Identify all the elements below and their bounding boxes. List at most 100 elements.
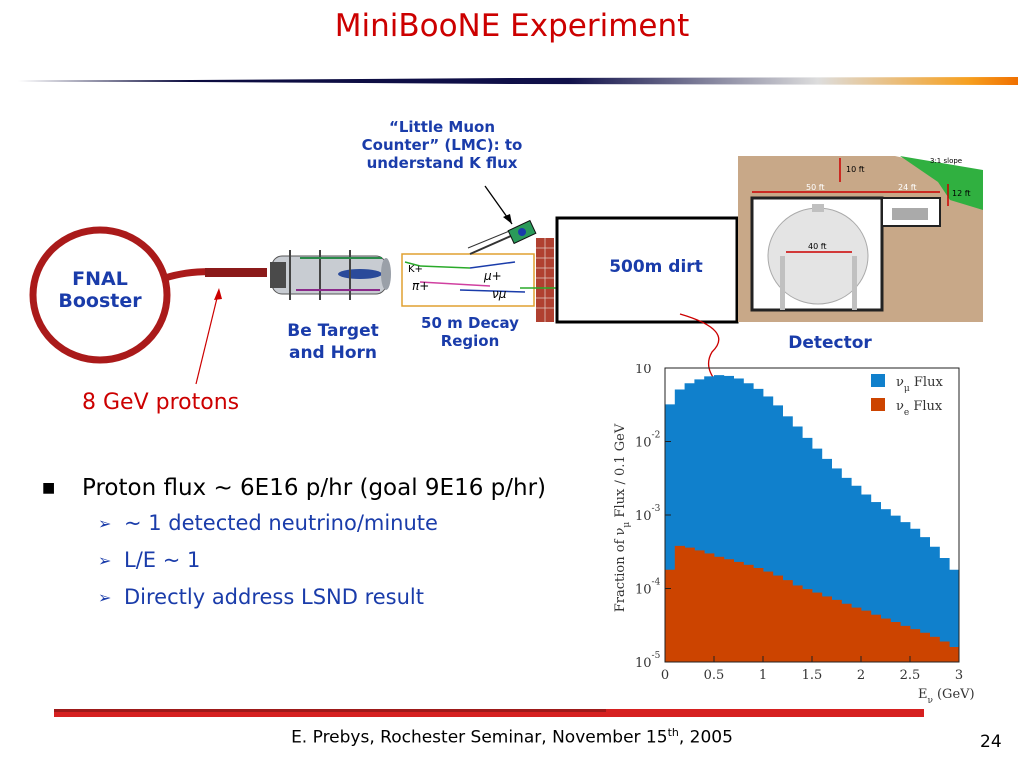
x-axis-title-sub: ν: [928, 696, 933, 706]
dirt-label: 500m dirt: [609, 257, 703, 277]
bullet-main: ■ Proton flux ~ 6E16 p/hr (goal 9E16 p/h…: [42, 472, 562, 505]
numu-flux-bar: [910, 528, 921, 662]
fnal-booster-label: FNAL Booster: [40, 268, 160, 312]
x-tick-label: 1.5: [802, 668, 823, 683]
nue-flux-bar: [890, 622, 901, 662]
nue-flux-bar: [929, 636, 940, 662]
lmc-label-line3: understand K flux: [366, 154, 518, 172]
x-tick-label: 0: [661, 668, 669, 683]
nue-flux-bar: [910, 629, 921, 662]
pion-label: π+: [412, 279, 429, 293]
legend-nue-sub: e: [904, 408, 909, 418]
x-tick-label: 3: [955, 668, 963, 683]
x-axis-title: Eν(GeV): [918, 687, 975, 706]
nue-flux-bar: [812, 592, 823, 662]
square-bullet-icon: ■: [42, 480, 56, 496]
numu-flux-bar: [870, 502, 881, 662]
nue-flux-bar: [704, 553, 715, 662]
nue-flux-bar: [714, 556, 725, 662]
nue-flux-bar: [949, 646, 960, 662]
numu-flux-bar: [665, 404, 676, 662]
lmc-label: “Little Muon Counter” (LMC): to understa…: [352, 118, 532, 172]
nue-flux-bar: [851, 607, 862, 662]
legend-numu-rest: Flux: [910, 375, 944, 390]
fnal-label-line1: FNAL: [72, 268, 128, 290]
numu-flux-bar: [782, 416, 793, 662]
numu-flux-bar: [861, 494, 872, 662]
nue-flux-bar: [723, 559, 734, 662]
nue-flux-bar: [802, 589, 813, 662]
nue-flux-bar: [821, 596, 832, 662]
legend-numu-sub: μ: [904, 384, 910, 394]
legend-swatch-nue: [871, 398, 885, 411]
decay-label-line1: 50 m Decay: [421, 314, 519, 332]
kaon-label: K+: [408, 264, 423, 275]
footer-sup: th: [667, 726, 679, 739]
numu-flux-bar: [812, 448, 823, 662]
numu-flux-bar: [821, 458, 832, 662]
horn-image: [270, 250, 391, 300]
nue-flux-bar: [792, 585, 803, 662]
dim-24ft: 24 ft: [898, 183, 917, 192]
numu-flux-bar: [743, 383, 754, 662]
numu-flux-bar: [763, 396, 774, 662]
legend-nue-rest: Flux: [909, 399, 943, 414]
arrow-bullet-icon: ➢: [98, 514, 112, 533]
slide-title: MiniBooNE Experiment: [334, 8, 690, 44]
nue-flux-bar: [665, 569, 676, 662]
y-tick-label: 10-1: [635, 364, 660, 377]
sub-bullet-text: ~ 1 detected neutrino/minute: [124, 511, 438, 535]
numu-flux-bar: [802, 437, 813, 662]
numu-flux-bar: [890, 515, 901, 662]
dirt-box: [555, 216, 739, 324]
y-axis-title: Fraction of νμ Flux / 0.1 GeV: [613, 423, 632, 612]
numu-flux-bar: [704, 376, 715, 662]
nue-flux-bar: [763, 571, 774, 662]
title-underline: [18, 77, 1018, 85]
y-tick-label: 10-3: [635, 504, 661, 524]
nue-flux-bar: [684, 547, 695, 662]
numu-flux-bar: [900, 522, 911, 662]
slope-label: 3:1 slope: [930, 157, 962, 165]
dim-40ft: 40 ft: [808, 242, 827, 251]
nue-flux-bar: [782, 580, 793, 662]
dim-12ft: 12 ft: [952, 189, 971, 198]
nue-flux-bar: [743, 564, 754, 662]
numu-flux-bar: [929, 546, 940, 662]
page-number: 24: [980, 732, 1002, 752]
numu-flux-bar: [831, 468, 842, 662]
nue-flux-bar: [880, 618, 891, 662]
footer-text: E. Prebys, Rochester Seminar, November 1…: [0, 726, 1024, 748]
nue-flux-bar: [919, 632, 930, 662]
sub-bullet-text: L/E ~ 1: [124, 548, 201, 572]
brick-wall: [536, 238, 554, 322]
detector-label: Detector: [788, 333, 872, 353]
x-axis-title-main: E: [918, 687, 928, 702]
y-axis-title-prefix: Fraction of ν: [613, 527, 628, 612]
footer-rule-dark: [54, 709, 606, 712]
numu-flux-bar: [772, 405, 783, 662]
numu-flux-bar: [684, 383, 695, 662]
chart-legend: νμ Flux νe Flux: [871, 374, 943, 418]
numu-flux-bar: [733, 378, 744, 662]
arrow-bullet-icon: ➢: [98, 588, 112, 607]
nue-flux-bar: [753, 568, 764, 662]
target-label-line2: and Horn: [288, 343, 378, 363]
beamline-diagram: K+ π+ μ+ νμ: [29, 156, 983, 398]
booster-ring: [29, 226, 171, 364]
decay-label-line2: Region: [440, 332, 500, 350]
nue-flux-bar: [772, 575, 783, 662]
nue-flux-bar: [870, 614, 881, 662]
y-axis-title-suffix: Flux / 0.1 GeV: [613, 423, 628, 522]
numu-flux-bar: [674, 389, 685, 662]
numu-flux-bar: [694, 379, 705, 662]
legend-nue-nu: ν: [896, 399, 904, 414]
legend-numu-nu: ν: [896, 375, 904, 390]
numu-flux-bar: [949, 569, 960, 662]
numu-flux-bar: [880, 509, 891, 662]
footer-prefix: E. Prebys, Rochester Seminar, November 1…: [291, 727, 668, 748]
numu-flux-bar: [841, 477, 852, 662]
nue-flux-bar: [841, 603, 852, 662]
dim-50ft: 50 ft: [806, 183, 825, 192]
